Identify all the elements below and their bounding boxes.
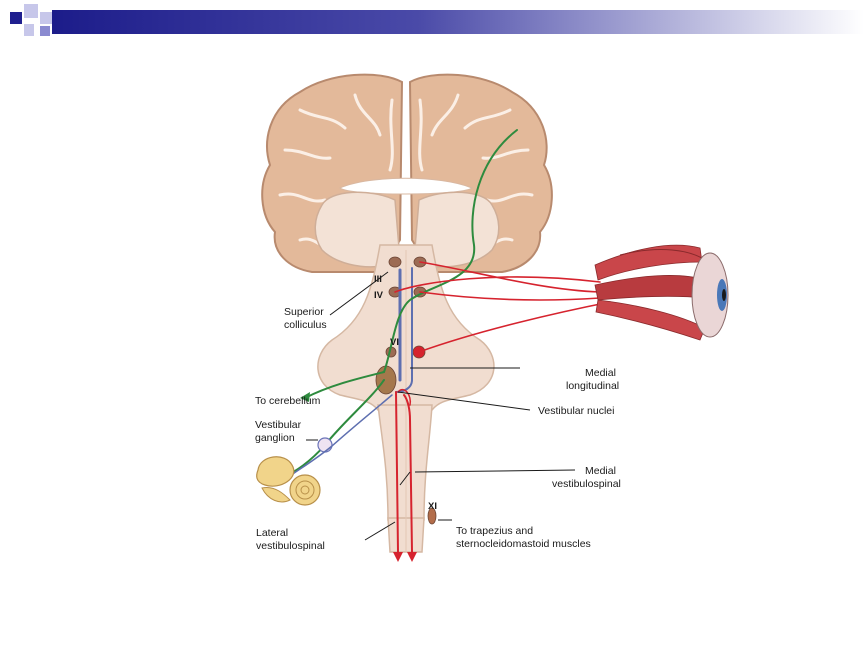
label-medial-vestibulospinal-2: vestibulospinal (552, 478, 621, 490)
label-trapezius-2: sternocleidomastoid muscles (456, 538, 591, 550)
inner-ear (256, 456, 321, 506)
nucleus-III-left (388, 256, 402, 268)
red-to-eye-2 (419, 291, 601, 301)
cochlea-inner (300, 485, 310, 495)
brainstem (317, 244, 495, 553)
header-square-light-3 (24, 24, 34, 36)
label-trapezius-1: To trapezius and (456, 525, 533, 537)
vestibule (261, 486, 291, 503)
red-crossing (397, 388, 412, 406)
medial-vestibulospinal-tract (403, 394, 413, 553)
label-vestibular-ganglion-2: ganglion (255, 432, 295, 444)
eye-and-extraocular-muscles (594, 244, 729, 341)
label-superior-colliculus-1: Superior (284, 306, 324, 318)
blue-vestibular-nerve (289, 394, 393, 477)
red-to-eye-4 (394, 276, 601, 293)
extraocular-muscle-3 (595, 299, 706, 341)
pupil (722, 289, 726, 301)
header-square-light-2 (40, 12, 52, 24)
leader-lines (306, 271, 576, 541)
green-to-cerebellum (304, 371, 385, 399)
cerebrum (261, 73, 553, 273)
red-to-eye-1 (419, 261, 601, 293)
spinal-arrowhead-right (407, 552, 417, 562)
cerebellum-arrowhead (300, 392, 310, 402)
semicircular-canals (256, 456, 295, 487)
slide-header-bar (10, 4, 864, 36)
label-superior-colliculus-2: colliculus (284, 319, 327, 331)
nucleus-XI (427, 507, 437, 525)
eyeball (691, 252, 729, 338)
nerve-label-VI: VI (390, 337, 399, 348)
medulla (377, 404, 433, 521)
label-to-cerebellum: To cerebellum (255, 395, 321, 407)
label-vestibular-nuclei: Vestibular nuclei (538, 405, 614, 417)
nerve-label-III: III (374, 274, 382, 285)
lateral-vestibulospinal-tract (395, 391, 399, 553)
label-medial-longitudinal-1: Medial (585, 367, 616, 379)
header-square-light (24, 4, 38, 18)
label-medial-longitudinal-2: longitudinal (566, 380, 619, 392)
label-vestibular-ganglion-1: Vestibular (255, 419, 302, 431)
extraocular-muscle-4 (619, 249, 706, 261)
label-medial-vestibulospinal-1: Medial (585, 465, 616, 477)
header-square-mid (40, 26, 50, 36)
cochlea-mid (295, 480, 315, 500)
cochlea-outer (289, 474, 321, 506)
green-cortical-pathway (383, 129, 518, 373)
vestibular-ganglion (317, 437, 333, 453)
extraocular-muscle-2 (594, 275, 707, 301)
vestibular-nuclei-blob (375, 365, 397, 395)
red-to-eye-3 (418, 301, 611, 353)
label-lateral-vestibulospinal-2: vestibulospinal (256, 540, 325, 552)
nerve-label-XI: XI (428, 501, 437, 512)
spinal-arrowhead-left (393, 552, 403, 562)
header-square-dark (10, 12, 22, 24)
nerve-label-IV: IV (374, 290, 384, 301)
label-lateral-vestibulospinal-1: Lateral (256, 527, 288, 539)
